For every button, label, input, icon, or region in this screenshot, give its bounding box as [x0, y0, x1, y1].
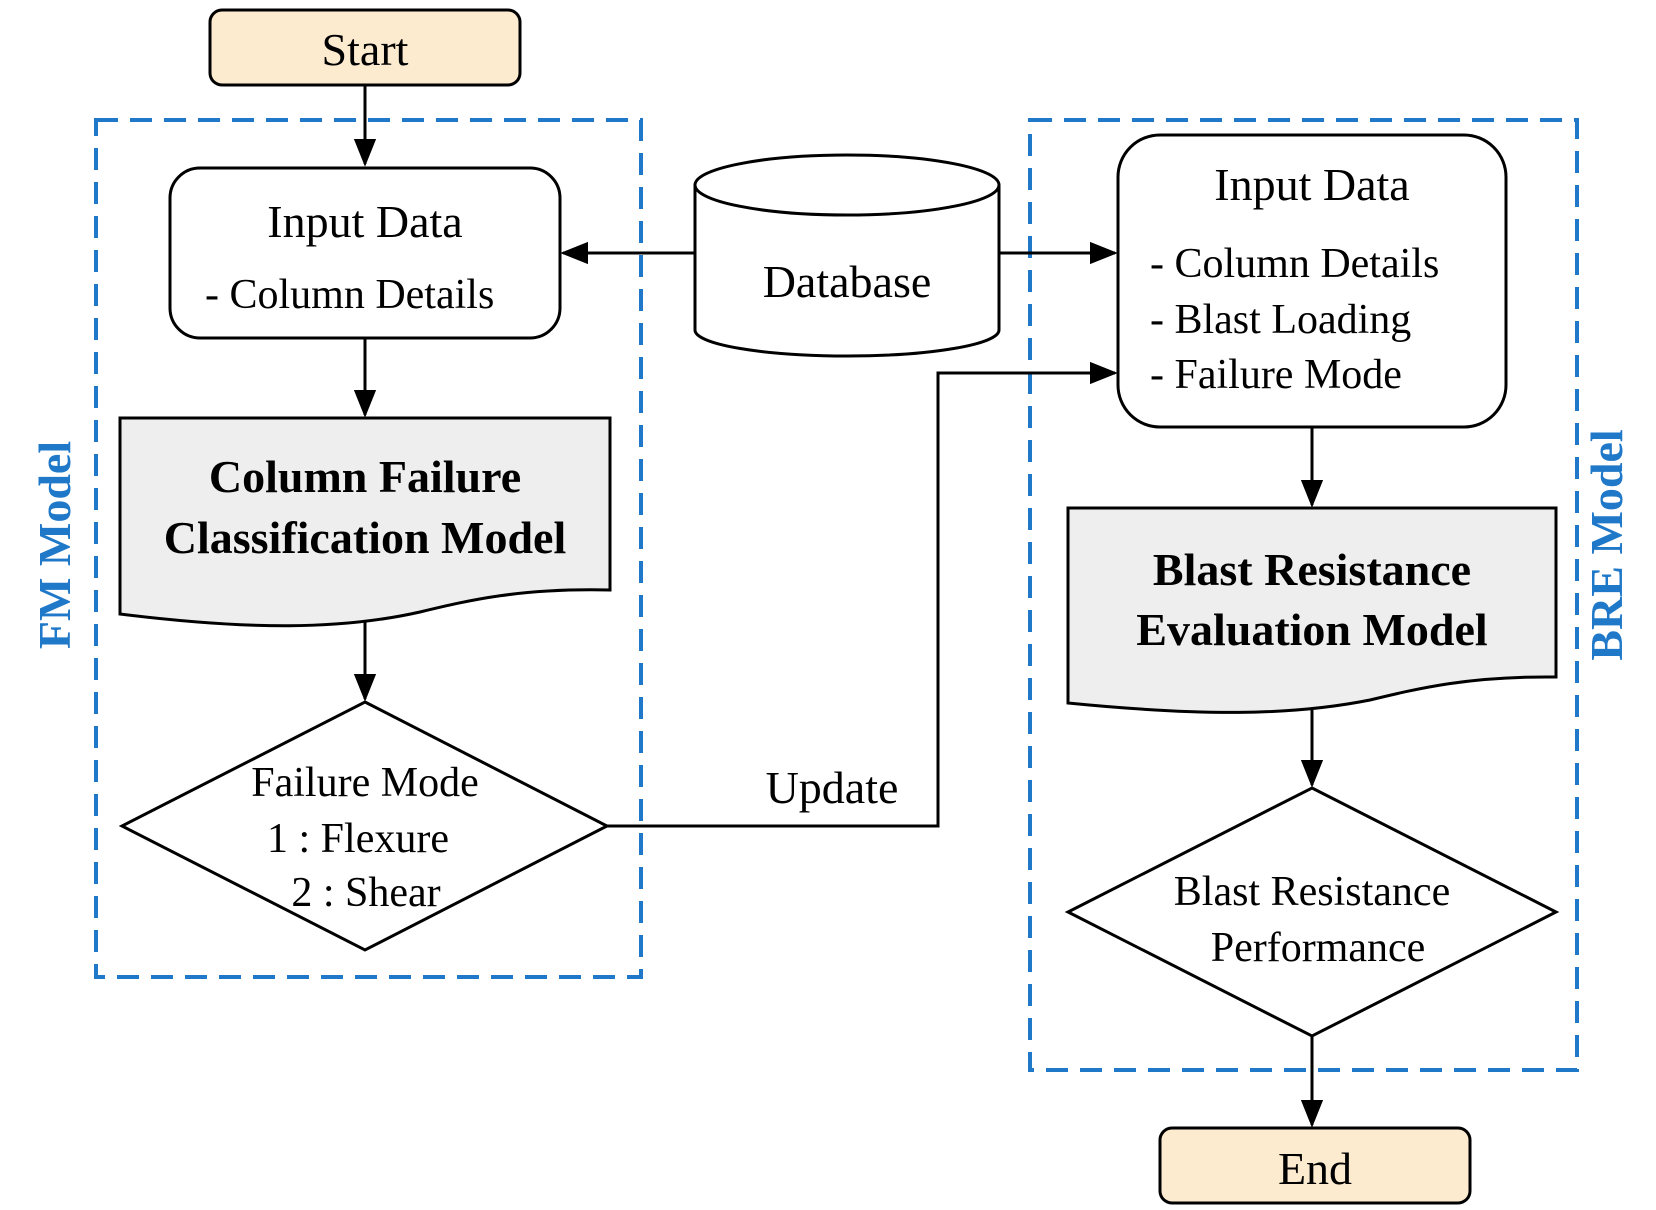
- fm-input-title: Input Data: [267, 196, 462, 247]
- bre-decision-line1: Blast Resistance: [1174, 869, 1450, 915]
- arrow-update-to-bre-input: [607, 361, 1118, 828]
- bre-input-item-1: - Column Details: [1150, 241, 1439, 287]
- start-terminal: [208, 8, 522, 87]
- database-cylinder: [693, 153, 1001, 358]
- fm-decision-diamond: [118, 700, 611, 952]
- bre-process-line1: Blast Resistance: [1153, 544, 1471, 595]
- fm-process-line1: Column Failure: [209, 451, 521, 502]
- fm-model-group: [94, 118, 643, 979]
- bre-input-item-2: - Blast Loading: [1150, 297, 1411, 343]
- database-label: Database: [763, 256, 932, 307]
- bre-input-item-3: - Failure Mode: [1150, 352, 1402, 398]
- fm-decision-line1: Failure Mode: [251, 760, 478, 806]
- end-terminal: [1158, 1126, 1472, 1205]
- bre-input-title: Input Data: [1214, 159, 1409, 210]
- fm-process-line2: Classification Model: [164, 512, 566, 563]
- fm-decision-line2: 1 : Flexure: [267, 816, 449, 862]
- update-label: Update: [766, 762, 899, 813]
- fm-model-title: FM Model: [29, 441, 80, 649]
- bre-process-shape: [1066, 506, 1558, 714]
- bre-decision-line2: Performance: [1211, 925, 1426, 971]
- fm-process-shape: [118, 416, 612, 628]
- start-label: Start: [322, 24, 409, 75]
- end-label: End: [1278, 1143, 1352, 1194]
- fm-decision-line3: 2 : Shear: [291, 870, 440, 916]
- bre-model-group: [1028, 118, 1579, 1072]
- bre-model-title: BRE Model: [1581, 429, 1632, 660]
- bre-process-line2: Evaluation Model: [1136, 604, 1487, 655]
- fm-input-item: - Column Details: [205, 272, 494, 318]
